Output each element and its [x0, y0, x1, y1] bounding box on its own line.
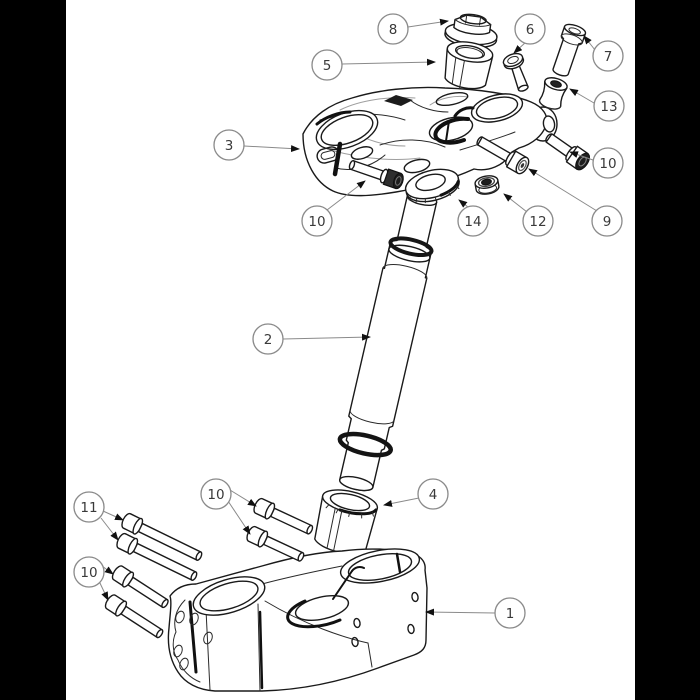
callout-3: 3: [213, 129, 245, 161]
clamp-slit: [332, 141, 343, 177]
bolt-10-low-b: [104, 594, 164, 639]
bolt-11-a: [121, 512, 203, 561]
retaining-clip: [433, 116, 470, 145]
washer-rim-knurl: [439, 180, 460, 197]
stem-bottom: [338, 475, 374, 492]
left-face-slot: [188, 600, 198, 674]
callout-12-label: 12: [529, 214, 546, 230]
clip-wire: [286, 599, 342, 629]
callout-9: 9: [591, 205, 623, 237]
callout-8: 8: [377, 13, 409, 45]
washer: [404, 168, 460, 204]
bolt-11-b: [116, 532, 198, 581]
pillarbox-left: [0, 0, 66, 700]
callout-13: 13: [593, 90, 625, 122]
callout-12: 12: [522, 205, 554, 237]
stem-bushing: [314, 489, 379, 555]
callout-balloons: 1 2 3 4 5 6 7 8: [73, 13, 625, 629]
callout-14-label: 14: [464, 214, 481, 230]
web-hole-right: [403, 158, 431, 174]
callout-5-label: 5: [323, 58, 332, 74]
callout-10-lower-left-bolts: 10: [73, 556, 105, 588]
callout-7: 7: [592, 40, 624, 72]
callout-1: 1: [494, 597, 526, 629]
upper-clamp-pinch-bolt: [348, 159, 404, 190]
middle-oval-hole: [294, 594, 350, 622]
tube-spacer: [538, 77, 568, 110]
lower-clamp-split: [258, 610, 264, 690]
callout-8-label: 8: [389, 22, 398, 38]
screw-head: [502, 52, 524, 68]
callout-10a-label: 10: [308, 214, 325, 230]
top-dark-slot: [384, 95, 413, 106]
stem-step: [349, 409, 395, 425]
nut-12: [474, 175, 500, 195]
washer-hole: [415, 173, 446, 192]
spacer-bore: [550, 80, 562, 88]
long-bolt: [552, 23, 587, 77]
small-screw: [502, 52, 529, 92]
lower-triple-clamp: [167, 548, 428, 692]
right-fork-bore: [470, 93, 524, 123]
callout-10-upper-clamp-bolt: 10: [301, 205, 333, 237]
bushing-bore: [329, 492, 371, 512]
callout-10c-label: 10: [207, 487, 224, 503]
callout-11: 11: [73, 491, 105, 523]
callout-2-label: 2: [264, 332, 273, 348]
callout-14: 14: [457, 205, 489, 237]
callout-7-label: 7: [604, 49, 613, 65]
callout-1-label: 1: [506, 606, 515, 622]
upper-bearing-race: [388, 236, 434, 258]
callout-13-label: 13: [600, 99, 617, 115]
top-oval-hole: [435, 91, 469, 107]
callout-5: 5: [311, 49, 343, 81]
callout-6-label: 6: [526, 22, 535, 38]
steer-tube-boss: [339, 548, 421, 584]
callout-2: 2: [252, 323, 284, 355]
left-bore-seat: [315, 110, 352, 126]
callout-4-label: 4: [429, 487, 438, 503]
bolt-10-mid-b: [246, 525, 305, 562]
cone-spacer: [444, 41, 494, 90]
callout-10-mid-left-bolts: 10: [200, 478, 232, 510]
callout-6: 6: [514, 13, 546, 45]
pillarbox-right: [635, 0, 700, 700]
callout-11-label: 11: [80, 500, 97, 516]
lower-left-fork-bore: [192, 576, 266, 616]
bolt-10-mid-a: [253, 497, 314, 535]
callout-3-label: 3: [225, 138, 234, 154]
boss-hole: [542, 115, 556, 133]
callout-10d-label: 10: [80, 565, 97, 581]
callout-9-label: 9: [603, 214, 612, 230]
callout-4: 4: [417, 478, 449, 510]
web-hole-left: [350, 146, 374, 160]
lower-bearing-ring: [337, 431, 393, 458]
bolt-10-low-a: [111, 565, 169, 609]
bolt-9: [476, 136, 530, 175]
nut-12-bore: [481, 178, 492, 186]
callout-10-right-bolt: 10: [592, 147, 624, 179]
steering-stem: [337, 191, 438, 492]
callout-10b-label: 10: [599, 156, 616, 172]
steering-bore: [428, 116, 474, 142]
